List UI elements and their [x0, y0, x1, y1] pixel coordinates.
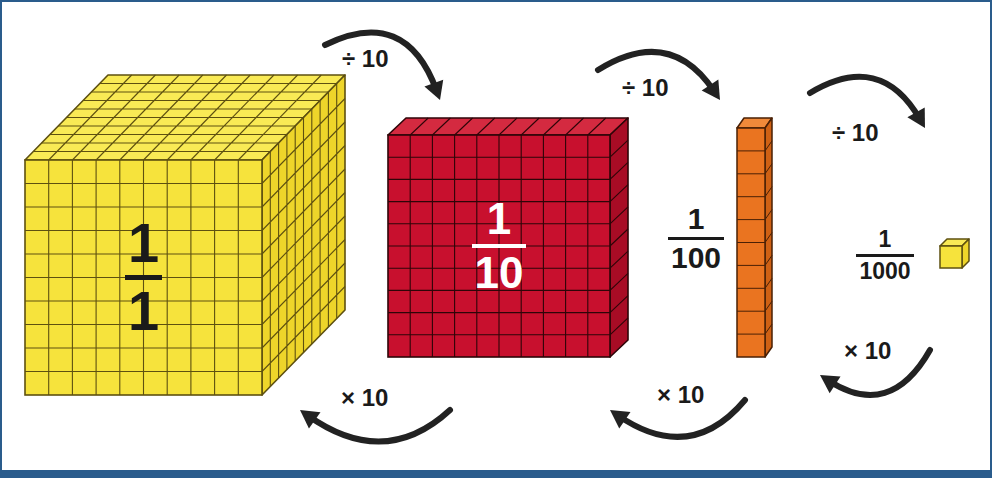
block-node: 1 1000	[838, 228, 972, 282]
operation-label: ÷ 10	[340, 45, 391, 73]
arrow-head	[610, 410, 631, 428]
block-grid-lines	[25, 75, 345, 395]
block-side-face	[962, 239, 969, 268]
arrow-line	[810, 77, 920, 120]
denominator: 100	[668, 242, 724, 274]
fraction-area: 1100	[660, 118, 732, 358]
numerator: 1	[856, 227, 913, 251]
block-node: 1100	[660, 118, 772, 358]
fraction-area: 1 1000	[838, 228, 932, 282]
fraction-bar	[472, 244, 527, 248]
block-node: 110	[388, 118, 628, 358]
fraction-label: 11	[125, 214, 162, 341]
ten-rod	[737, 118, 772, 357]
denominator: 1	[125, 282, 162, 341]
curved-arrow	[325, 32, 443, 100]
arrow-line	[308, 410, 450, 442]
fraction-label: 1 1000	[856, 227, 913, 282]
arrow-head	[907, 107, 925, 128]
fraction-area: 11	[25, 160, 262, 395]
operation-label: ÷ 10	[620, 74, 671, 102]
numerator: 1	[472, 196, 527, 242]
fraction-bar	[668, 237, 724, 240]
block-grid-lines	[737, 141, 772, 334]
fraction-area: 110	[388, 135, 610, 357]
arrow-line	[325, 32, 437, 90]
operation-label: × 10	[655, 381, 706, 409]
fraction-bar	[856, 254, 913, 257]
block-node: 11	[25, 75, 345, 395]
operation-label: × 10	[842, 337, 893, 365]
block-grid-lines	[388, 118, 628, 357]
operation-label: × 10	[339, 384, 390, 412]
hundred-flat	[388, 118, 628, 357]
arrow-head	[300, 410, 320, 429]
operation-label: ÷ 10	[830, 119, 881, 147]
thousand-cube	[25, 75, 345, 395]
arrow-head	[702, 79, 720, 100]
numerator: 1	[668, 203, 724, 235]
denominator: 1000	[856, 259, 913, 283]
fraction-bar	[125, 275, 162, 280]
arrow-head	[820, 375, 841, 393]
fraction-label: 1100	[668, 203, 724, 273]
numerator: 1	[125, 214, 162, 273]
denominator: 10	[472, 250, 527, 296]
arrow-head	[424, 80, 443, 100]
curved-arrow	[300, 410, 450, 442]
fraction-label: 110	[472, 196, 527, 296]
block-front-face	[940, 246, 962, 268]
frame-bottom-bar	[0, 470, 992, 478]
unit-cube	[940, 239, 969, 268]
